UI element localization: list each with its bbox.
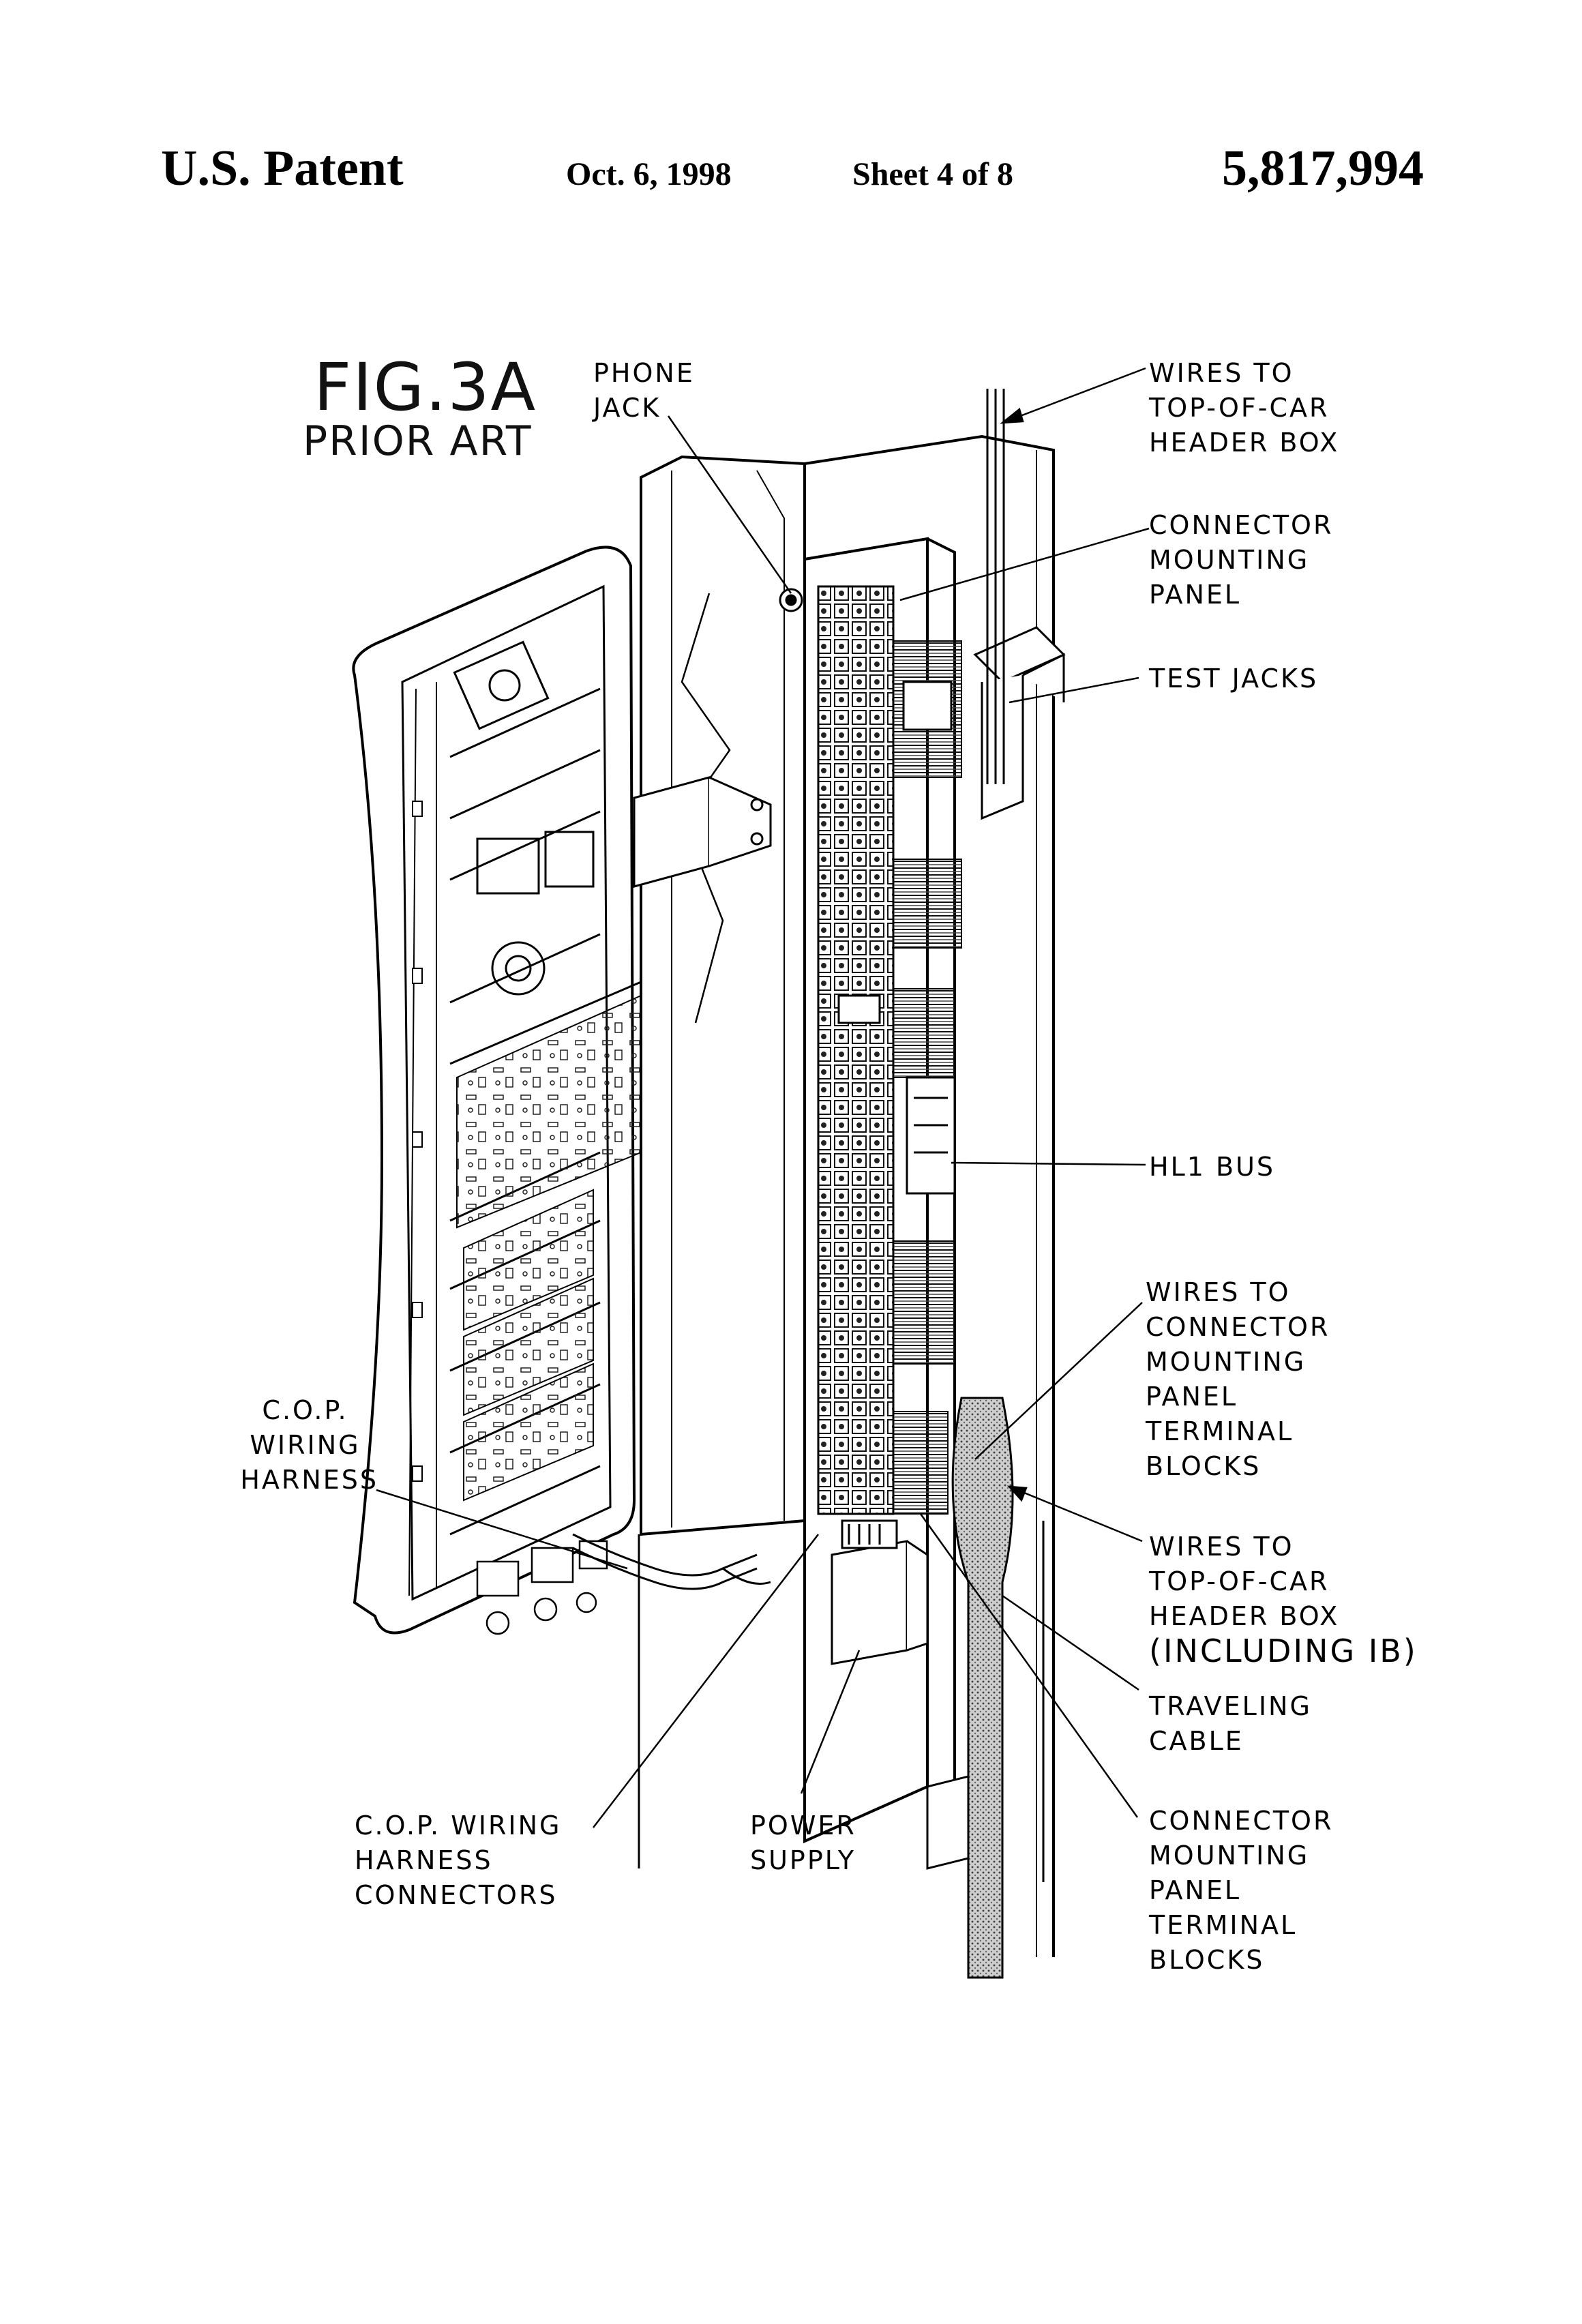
hl1-bus-connector bbox=[906, 1076, 956, 1195]
terminal-block-column bbox=[817, 585, 895, 1515]
test-jacks-detail bbox=[902, 626, 1066, 820]
ribbon-wiring bbox=[893, 640, 962, 1515]
connector-mounting-panel bbox=[803, 434, 1055, 1957]
mounting-bracket bbox=[633, 776, 772, 888]
phone-jack-detail bbox=[779, 588, 803, 612]
label-test-jacks: TEST JACKS bbox=[1149, 664, 1319, 694]
cop-circuit-boards bbox=[456, 994, 642, 1502]
patent-label: U.S. Patent bbox=[161, 140, 404, 196]
power-supply-box bbox=[831, 1519, 929, 1665]
figure-subtitle: PRIOR ART bbox=[303, 417, 533, 465]
sheet-number: Sheet 4 of 8 bbox=[852, 156, 1013, 192]
cop-top-module bbox=[453, 640, 595, 996]
figure-id: FIG.3A bbox=[314, 349, 537, 426]
patent-number: 5,817,994 bbox=[1222, 140, 1424, 196]
traveling-cable bbox=[951, 1397, 1014, 1979]
wires-to-header-box bbox=[986, 389, 1005, 784]
hinge-door-panel bbox=[640, 455, 806, 1536]
label-hl1-bus: HL1 BUS bbox=[1149, 1152, 1276, 1182]
leader-lines bbox=[376, 367, 1150, 1828]
cop-bottom-terminals bbox=[476, 1540, 608, 1635]
panel-edge-tabs bbox=[412, 801, 423, 1482]
patent-date: Oct. 6, 1998 bbox=[566, 156, 732, 192]
